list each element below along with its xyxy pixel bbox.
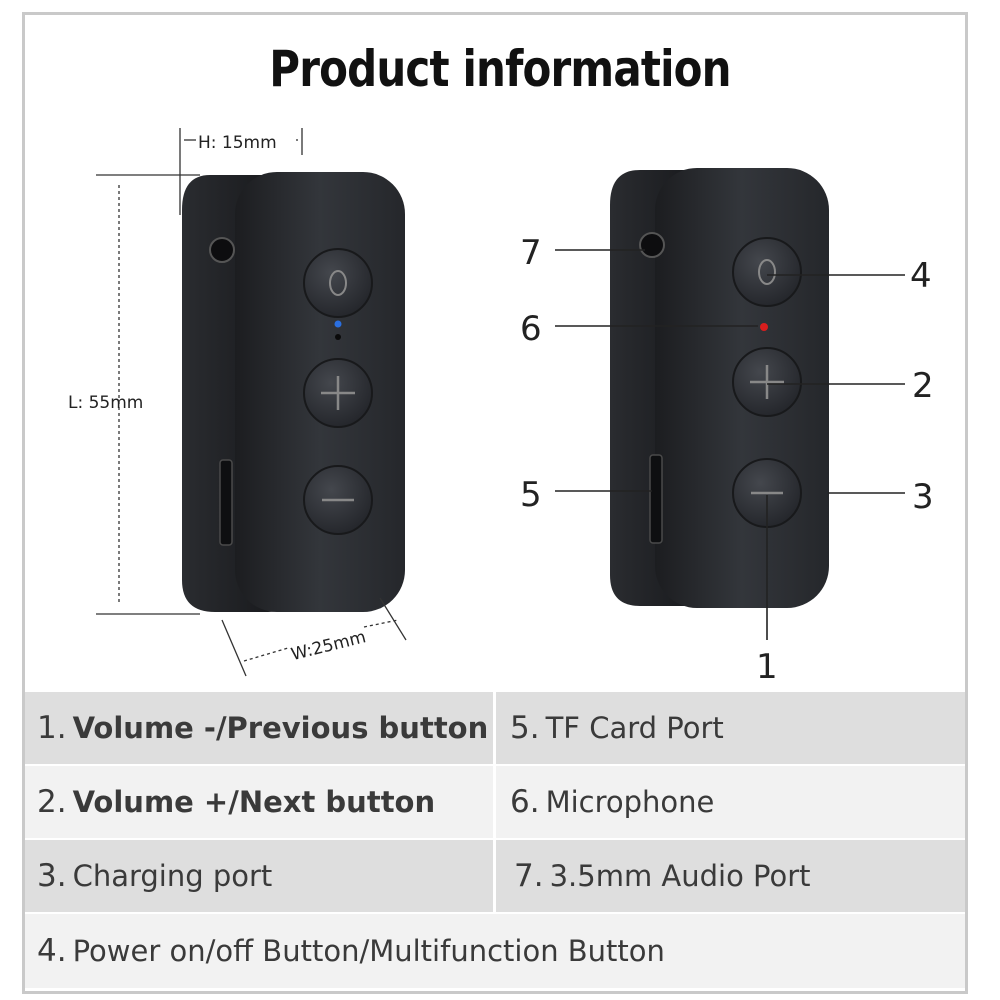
callout-1: 1 xyxy=(756,647,778,687)
audio-jack-icon-right xyxy=(639,232,665,258)
callout-5: 5 xyxy=(520,475,542,515)
feature-label: 3.5mm Audio Port xyxy=(549,859,811,893)
feature-num: 3. xyxy=(37,858,67,894)
plus-button-icon-right xyxy=(732,347,802,417)
feature-label: TF Card Port xyxy=(545,711,724,745)
feature-label: Power on/off Button/Multifunction Button xyxy=(72,934,665,968)
length-label: L: 55mm xyxy=(68,393,143,413)
page-title: Product information xyxy=(269,40,731,98)
dimension-lines xyxy=(96,128,407,677)
minus-button-icon-right xyxy=(732,458,802,528)
feature-num: 4. xyxy=(37,933,67,969)
blue-led-icon xyxy=(334,320,342,328)
feature-cell-6: 6. Microphone xyxy=(496,766,965,838)
feature-label: Volume -/Previous button xyxy=(72,711,489,745)
audio-jack-icon xyxy=(209,237,235,263)
callout-3: 3 xyxy=(912,477,934,517)
callout-6: 6 xyxy=(520,309,542,349)
tf-slot-icon xyxy=(219,459,233,546)
feature-num: 2. xyxy=(37,784,67,820)
feature-num: 5. xyxy=(510,710,540,746)
outer-frame xyxy=(22,12,968,994)
callout-7: 7 xyxy=(520,233,542,273)
callout-4: 4 xyxy=(910,256,932,296)
minus-button-icon xyxy=(303,465,373,535)
feature-label: Volume +/Next button xyxy=(72,785,436,819)
feature-cell-5: 5. TF Card Port xyxy=(496,692,965,764)
device-left xyxy=(182,172,405,612)
power-button-icon xyxy=(303,248,373,318)
power-button-icon-right xyxy=(732,237,802,307)
feature-label: Charging port xyxy=(72,859,273,893)
tf-slot-icon-right xyxy=(649,454,663,544)
plus-button-icon xyxy=(303,358,373,428)
mic-hole-icon xyxy=(335,334,341,340)
feature-cell-2: 2. Volume +/Next button xyxy=(25,766,493,838)
callout-lines xyxy=(555,249,905,640)
height-label: H: 15mm xyxy=(198,133,277,153)
width-label: W:25mm xyxy=(289,627,368,665)
feature-cell-1: 1. Volume -/Previous button xyxy=(25,692,493,764)
red-led-icon xyxy=(760,323,768,331)
feature-num: 7. xyxy=(514,858,544,894)
callout-2: 2 xyxy=(912,366,934,406)
feature-table: 1. Volume -/Previous button 5. TF Card P… xyxy=(25,692,965,992)
feature-num: 1. xyxy=(37,710,67,746)
device-right xyxy=(610,168,829,608)
feature-label: Microphone xyxy=(545,785,715,819)
product-illustration: H: 15mm L: 55mm W:25mm 7 6 5 4 2 xyxy=(68,128,934,687)
feature-cell-4: 4. Power on/off Button/Multifunction But… xyxy=(25,914,965,988)
feature-num: 6. xyxy=(510,784,540,820)
feature-cell-7: 7. 3.5mm Audio Port xyxy=(496,840,965,912)
feature-cell-3: 3. Charging port xyxy=(25,840,493,912)
